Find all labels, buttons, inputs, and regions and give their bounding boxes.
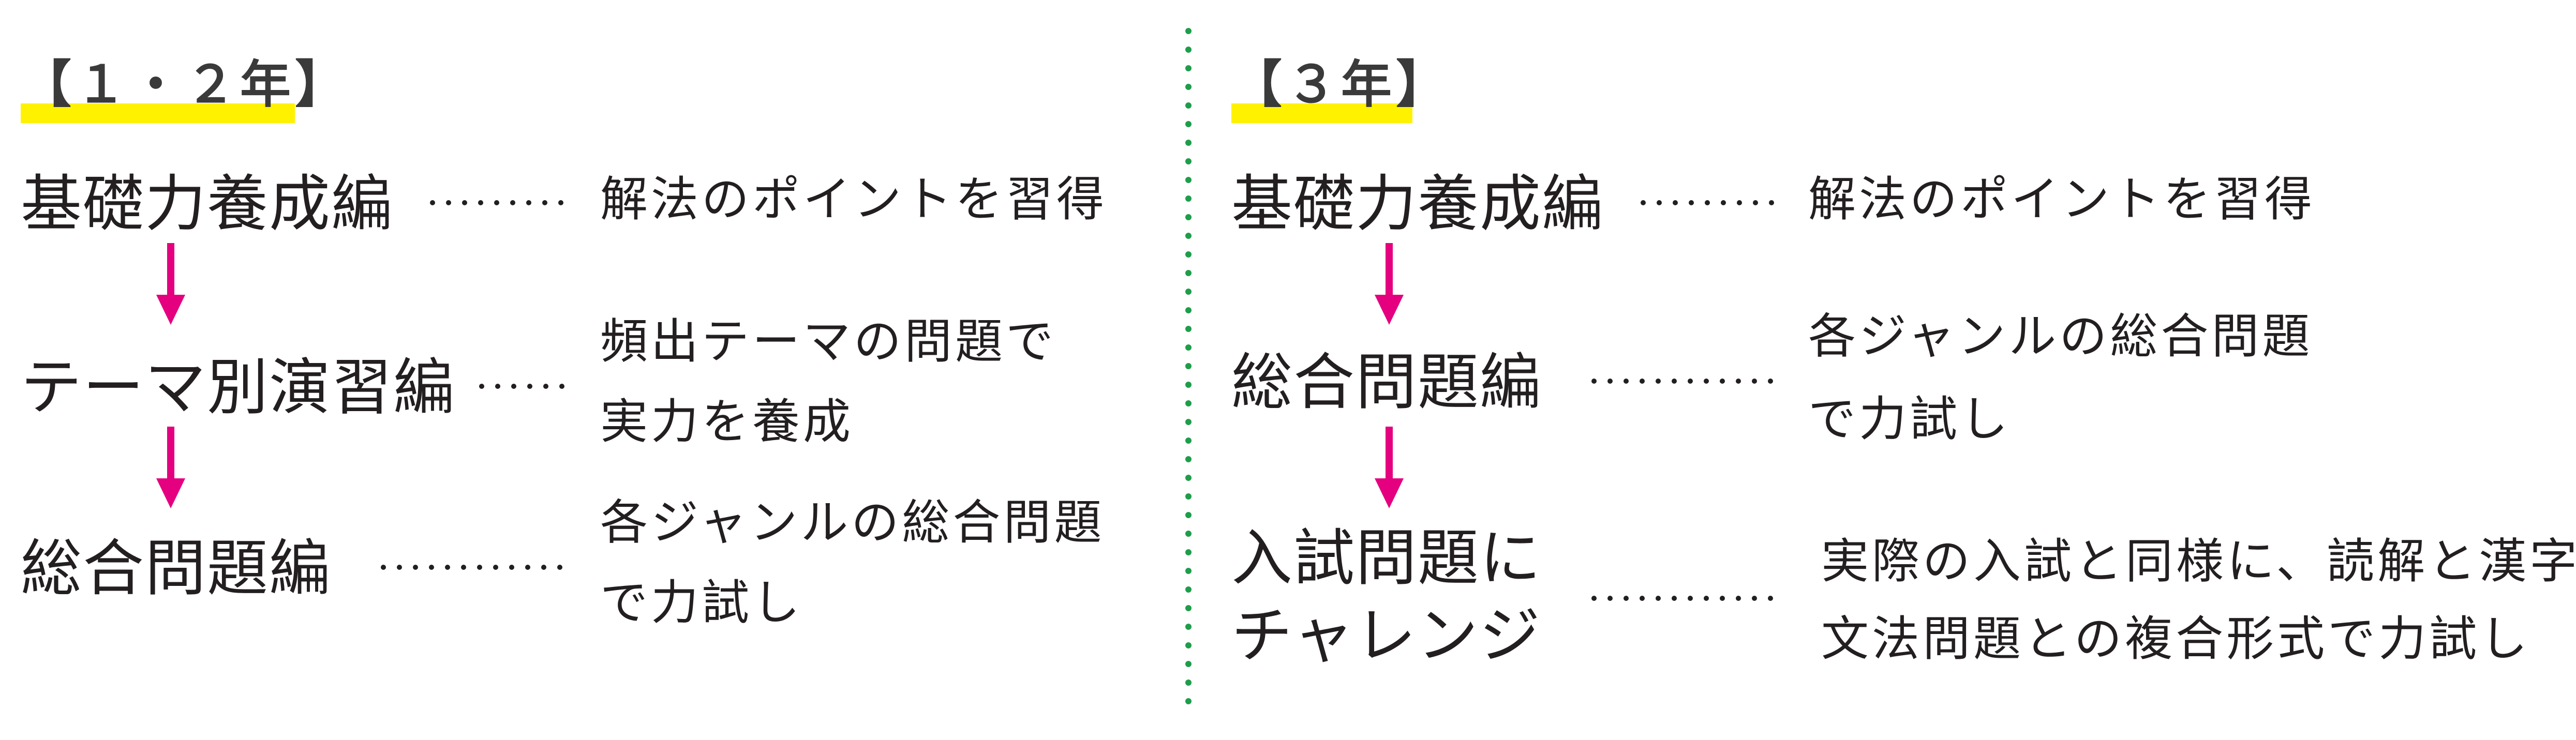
left-stage-3-leader-dots [380,564,569,571]
left-arrow-2 [155,427,186,511]
left-stage-2-desc-line-1: 頻出テーマの問題で [600,314,1057,369]
left-arrow-1 [155,243,186,328]
left-stage-2-leader-dots [479,383,569,390]
right-stage-3-title-line-1: 入試問題に [1231,522,1542,594]
right-stage-3-title-line-2: チャレンジ [1231,600,1541,671]
left-heading: 【１・２年】 [21,55,350,114]
right-stage-2-desc-line-1: 各ジャンルの総合問題 [1808,309,2313,364]
left-stage-1-desc: 解法のポイントを習得 [600,172,1108,227]
column-divider [1183,27,1194,717]
right-stage-2-leader-dots [1591,377,1782,385]
heading-highlight [21,103,295,123]
left-stage-1-leader-dots [429,199,569,206]
right-stage-2-desc-line-2: で力試し [1808,391,2012,447]
right-stage-3-leader-dots [1591,595,1782,602]
right-stage-2-title: 総合問題編 [1231,346,1542,418]
right-stage-3-desc-line-1: 実際の入試と同様に、読解と漢字・ [1821,534,2576,589]
right-arrow-2 [1374,427,1405,511]
heading-highlight [1231,103,1412,123]
right-stage-1-desc: 解法のポイントを習得 [1808,172,2316,227]
right-heading: 【３年】 [1231,55,1451,114]
left-stage-1-title: 基礎力養成編 [21,168,394,239]
left-stage-3-desc-line-1: 各ジャンルの総合問題 [600,495,1105,550]
left-stage-2-title: テーマ別演習編 [21,352,456,423]
left-stage-3-desc-line-2: で力試し [600,575,803,630]
right-stage-1-title: 基礎力養成編 [1231,168,1604,239]
right-stage-1-leader-dots [1640,199,1782,206]
left-stage-2-desc-line-2: 実力を養成 [600,394,854,449]
right-stage-3-desc-line-2: 文法問題との複合形式で力試し [1821,611,2531,667]
left-stage-3-title: 総合問題編 [21,533,332,604]
right-arrow-1 [1374,243,1405,328]
